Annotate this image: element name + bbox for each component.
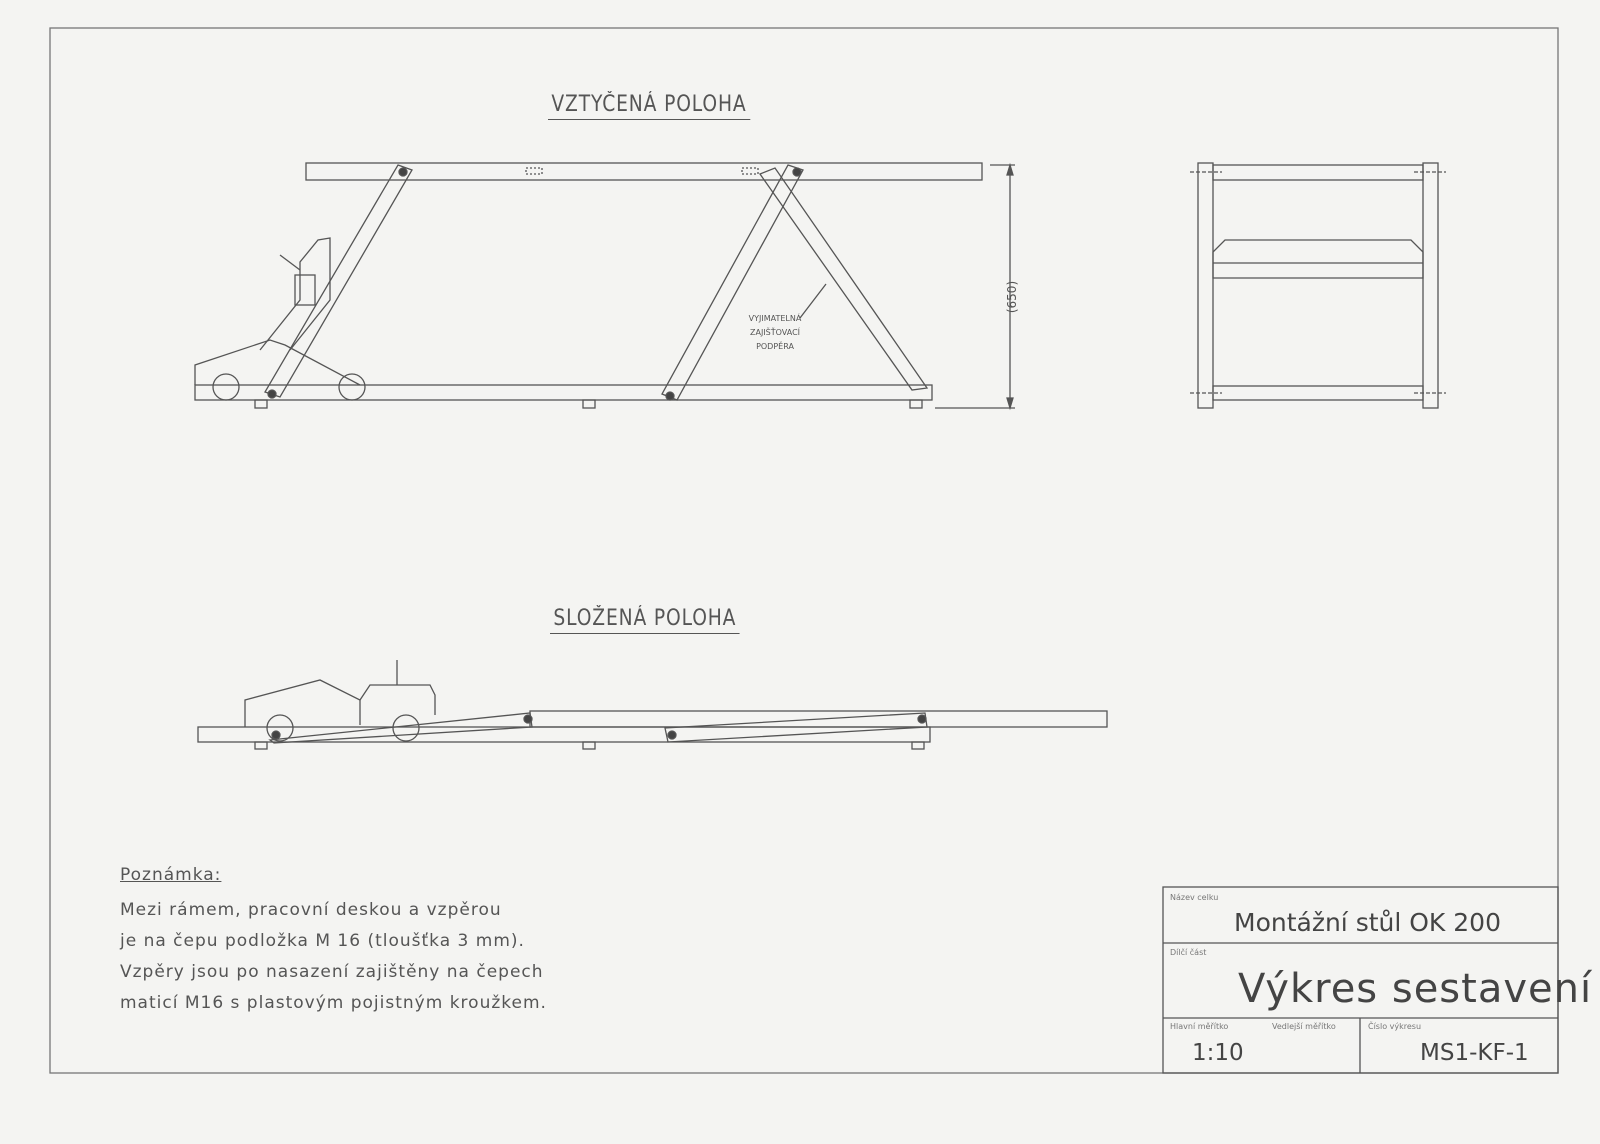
note-line: maticí M16 s plastovým pojistným kroužke…: [120, 993, 547, 1013]
part-label: Dílčí část: [1170, 948, 1207, 957]
note-line: je na čepu podložka M 16 (tloušťka 3 mm)…: [120, 931, 525, 951]
erected-side-view: [1190, 162, 1446, 409]
note-body: Mezi rámem, pracovní deskou a vzpěrou je…: [120, 895, 547, 1019]
secondary-scale-label: Vedlejší měřítko: [1272, 1022, 1336, 1031]
removable-brace-callout: VYJIMATELNÁ ZAJIŠŤOVACÍ PODPĚRA: [740, 312, 810, 354]
part-name: Výkres sestavení: [1238, 966, 1593, 1012]
height-dimension: (650): [1005, 280, 1020, 314]
erected-position-title: VZTYČENÁ POLOHA: [548, 92, 750, 120]
callout-line: ZAJIŠŤOVACÍ: [749, 328, 801, 337]
folded-view: [197, 660, 1108, 750]
callout-line: PODPĚRA: [756, 342, 794, 351]
note-title: Poznámka:: [120, 865, 222, 885]
note-line: Vzpěry jsou po nasazení zajištěny na čep…: [120, 962, 544, 982]
assembly-name: Montážní stůl OK 200: [1234, 908, 1501, 937]
note-line: Mezi rámem, pracovní deskou a vzpěrou: [120, 900, 502, 920]
drawing-number-label: Číslo výkresu: [1368, 1022, 1422, 1031]
main-scale-label: Hlavní měřítko: [1170, 1022, 1229, 1031]
assembly-label: Název celku: [1170, 893, 1219, 902]
main-scale: 1:10: [1192, 1040, 1244, 1066]
title-block-grid: [1162, 886, 1559, 1074]
callout-line: VYJIMATELNÁ: [748, 314, 802, 323]
folded-position-title: SLOŽENÁ POLOHA: [550, 606, 740, 634]
erected-front-view: [194, 162, 1015, 411]
drawing-frame: [49, 27, 1559, 1074]
drawing-number: MS1-KF-1: [1420, 1040, 1529, 1066]
